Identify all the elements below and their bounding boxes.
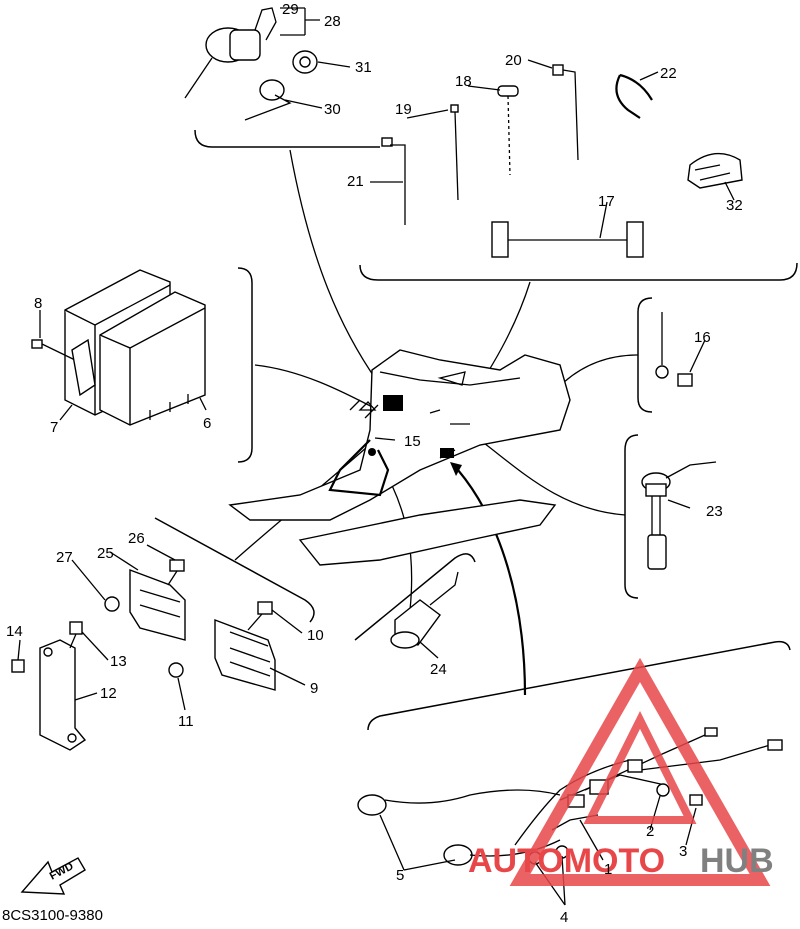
cord-17 <box>491 221 644 258</box>
part-label-8: 8 <box>34 295 42 312</box>
main-switch-28 <box>184 7 277 99</box>
part-label-21: 21 <box>347 173 364 190</box>
lamp-30 <box>244 79 292 121</box>
leader-23 <box>479 439 626 516</box>
watermark-logo <box>509 657 771 886</box>
fwd-arrow: FWD <box>20 857 86 895</box>
part-label-28: 28 <box>324 13 341 30</box>
arrow-head <box>450 462 462 476</box>
ecu-unit-6 <box>99 291 206 426</box>
bolt-26 <box>167 559 185 586</box>
chassis <box>228 349 571 566</box>
part-label-30: 30 <box>324 101 341 118</box>
watermark-text-hub: HUB <box>700 842 774 880</box>
watermark-triangle <box>509 657 771 886</box>
part-label-27: 27 <box>56 549 73 566</box>
leader-ecu <box>254 364 379 411</box>
frame-23 <box>624 434 639 599</box>
leader-top <box>289 149 383 389</box>
part-label-16: 16 <box>694 329 711 346</box>
nut-11 <box>168 662 184 678</box>
frame-ecu <box>237 267 253 463</box>
bracket-12 <box>39 639 87 751</box>
part-label-24: 24 <box>430 661 447 678</box>
frame-top-left <box>194 129 380 148</box>
part-label-2: 2 <box>646 823 654 840</box>
regulator-25 <box>129 568 186 641</box>
part-label-23: 23 <box>706 503 723 520</box>
cap-23 <box>641 461 717 570</box>
part-label-17: 17 <box>598 193 615 210</box>
lead-16 <box>655 312 693 387</box>
part-labels: 1234567891011121314151617181920212223242… <box>6 1 743 926</box>
part-label-11: 11 <box>178 713 194 730</box>
frame-24 <box>354 553 476 641</box>
part-label-12: 12 <box>100 685 117 702</box>
label-leaders <box>17 7 735 906</box>
part-label-6: 6 <box>203 415 211 432</box>
clip-22 <box>615 73 653 119</box>
nut-14 <box>11 659 25 673</box>
part-label-22: 22 <box>660 65 677 82</box>
part-label-25: 25 <box>97 545 114 562</box>
part-label-29: 29 <box>282 1 299 18</box>
band-20 <box>552 64 579 161</box>
band-21 <box>381 137 406 225</box>
part-label-5: 5 <box>396 867 404 884</box>
relay-block <box>383 395 403 411</box>
frame-16 <box>637 297 653 413</box>
part-label-13: 13 <box>110 653 127 670</box>
part-label-14: 14 <box>6 623 23 640</box>
bracket-7 <box>71 338 96 397</box>
bolt-10 <box>247 601 273 631</box>
part-label-1: 1 <box>604 861 612 878</box>
watermark-text: AUTOMOTO <box>468 842 665 880</box>
frame-harness <box>367 640 791 731</box>
part-label-20: 20 <box>505 52 522 69</box>
nut-27 <box>104 596 120 612</box>
wire-harness <box>357 727 783 866</box>
part-label-10: 10 <box>307 627 324 644</box>
diagram-code: 8CS3100-9380 <box>2 907 103 924</box>
watermark-inner-triangle <box>583 711 697 824</box>
part-label-32: 32 <box>726 197 743 214</box>
frame-top-right <box>359 262 798 281</box>
part-label-19: 19 <box>395 101 412 118</box>
condenser-24 <box>390 571 459 649</box>
part-label-18: 18 <box>455 73 472 90</box>
part-label-15: 15 <box>404 433 421 450</box>
part-label-9: 9 <box>310 680 318 697</box>
bolt-13 <box>69 621 83 649</box>
clamp-18 <box>497 85 519 176</box>
part-label-7: 7 <box>50 419 58 436</box>
bolt-8 <box>31 339 76 361</box>
holder-32 <box>687 152 743 189</box>
cable-tie-19 <box>450 104 459 201</box>
arrow-harness <box>457 469 527 696</box>
part-label-31: 31 <box>355 59 372 76</box>
frame-rectifier <box>154 517 315 623</box>
part-label-26: 26 <box>128 530 145 547</box>
cap-31 <box>292 50 318 74</box>
rectifier-9 <box>214 618 276 691</box>
part-label-4: 4 <box>560 909 568 924</box>
part-label-3: 3 <box>679 843 687 860</box>
